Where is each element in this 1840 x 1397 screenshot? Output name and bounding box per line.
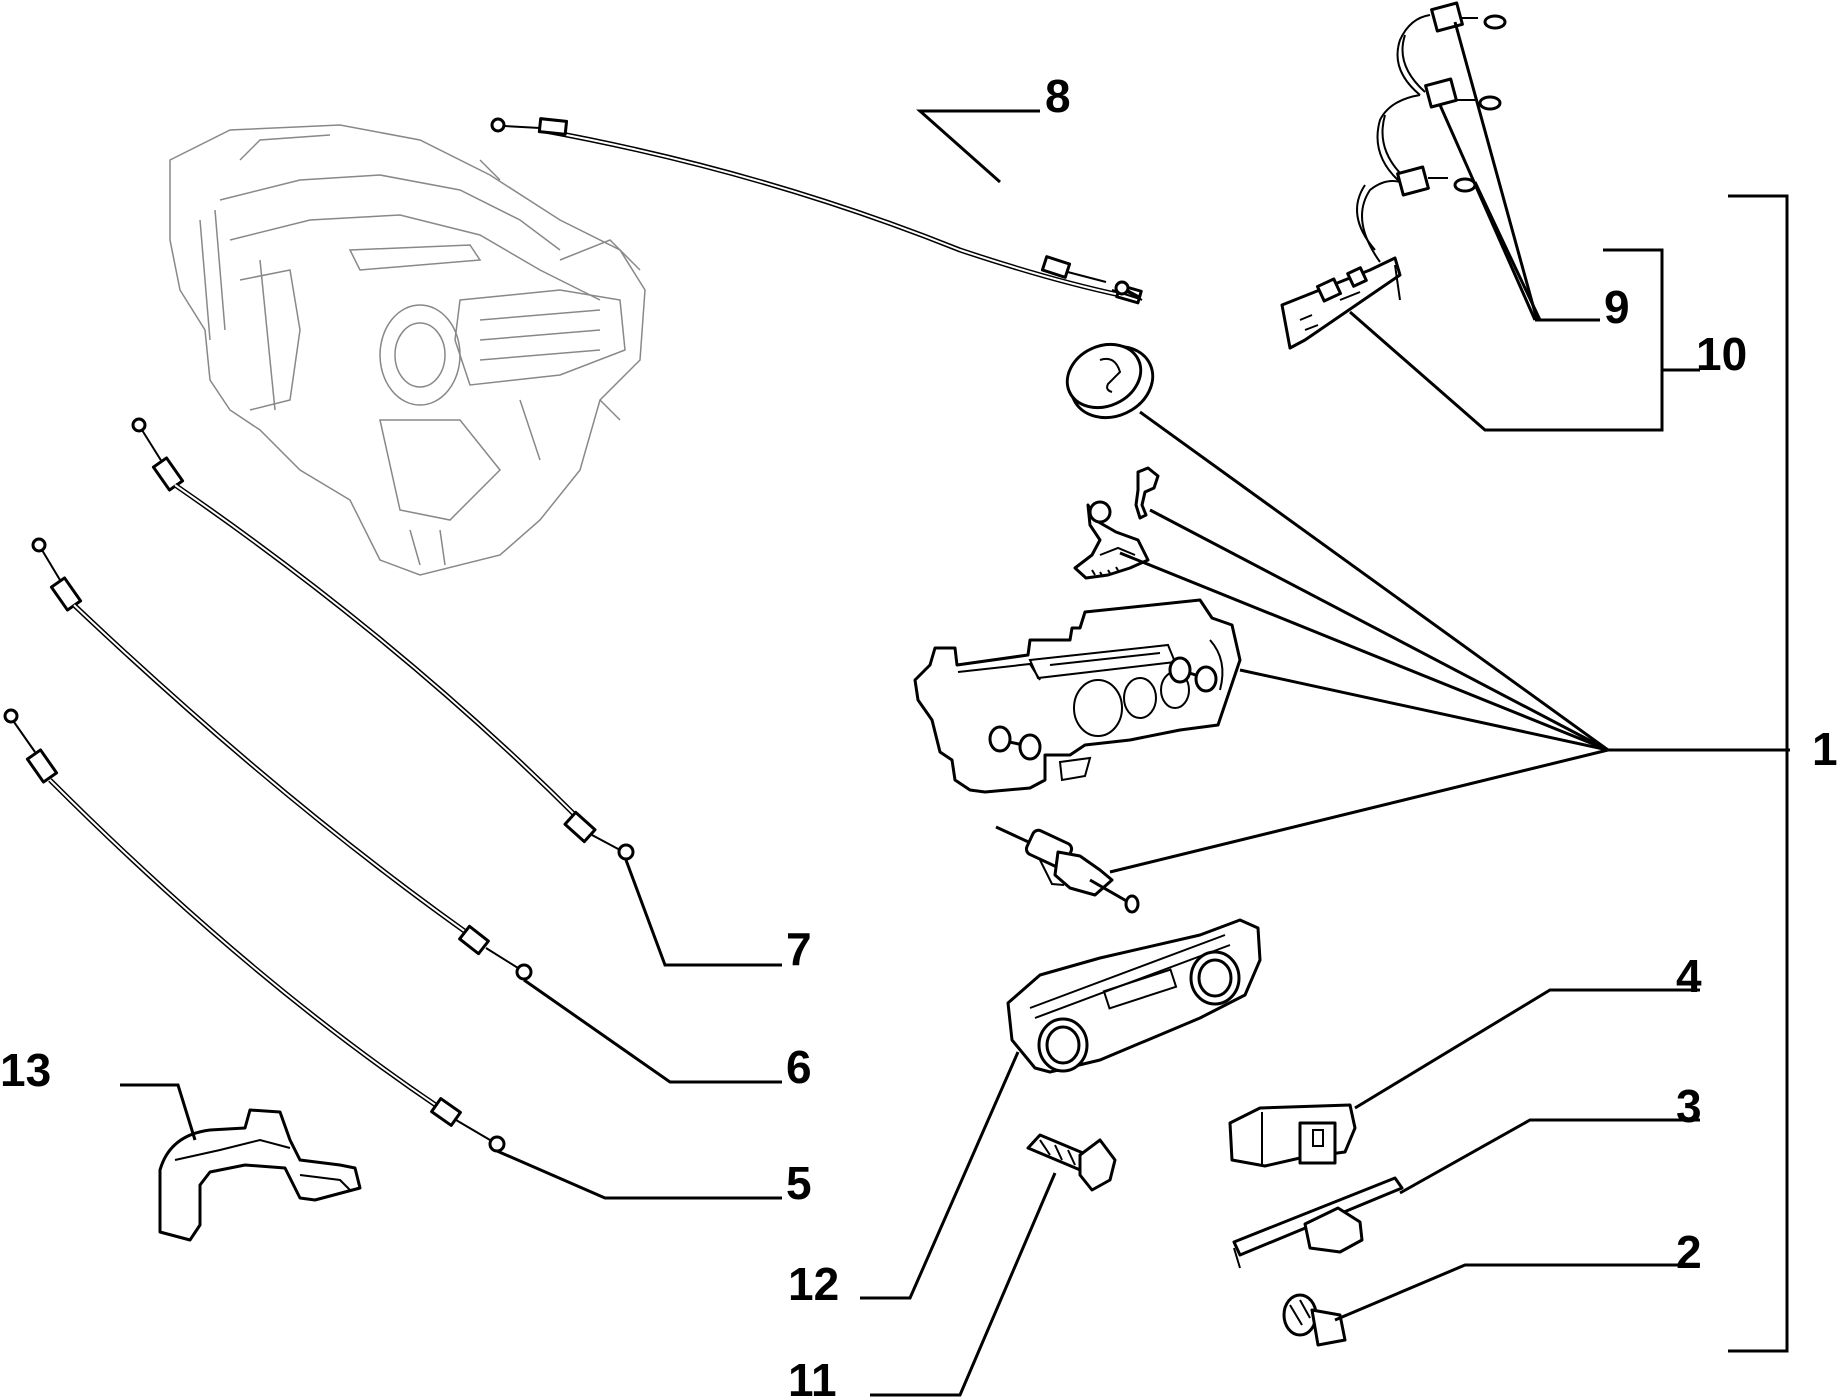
callout-5: 5 — [786, 1157, 812, 1209]
callout-11: 11 — [788, 1354, 837, 1397]
callout-6: 6 — [786, 1041, 812, 1093]
strip-3 — [1232, 1176, 1404, 1269]
cable-8 — [490, 117, 1143, 305]
selector-levers — [1073, 466, 1160, 580]
clip-13 — [158, 1108, 362, 1242]
callout-2: 2 — [1676, 1226, 1702, 1278]
callout-1: 1 — [1812, 723, 1838, 775]
cable-7 — [131, 417, 635, 861]
cable-8-end — [1040, 255, 1130, 296]
callout-13: 13 — [0, 1044, 51, 1096]
knob-cap — [1065, 342, 1155, 420]
wiring-harness-9 — [1356, 1, 1507, 263]
heater-housing — [169, 124, 646, 576]
callout-12: 12 — [788, 1258, 839, 1310]
callout-7: 7 — [786, 923, 812, 975]
leader-lines — [120, 21, 1790, 1397]
screw-11 — [1026, 1133, 1117, 1192]
cable-5 — [3, 708, 506, 1153]
bulb-2 — [1282, 1293, 1347, 1347]
callout-9: 9 — [1604, 281, 1630, 333]
bezel-12 — [1006, 918, 1262, 1074]
callout-3: 3 — [1676, 1080, 1702, 1132]
rotary-switch — [995, 825, 1140, 914]
callout-labels: 1 2 3 4 5 6 7 8 9 10 11 12 13 — [0, 70, 1838, 1397]
cable-6 — [31, 537, 533, 981]
callout-4: 4 — [1676, 950, 1702, 1002]
connector-4 — [1228, 1103, 1357, 1168]
control-housing — [913, 598, 1242, 794]
callout-10: 10 — [1696, 328, 1747, 380]
circuit-board-10 — [1280, 256, 1402, 350]
callout-8: 8 — [1045, 70, 1071, 122]
